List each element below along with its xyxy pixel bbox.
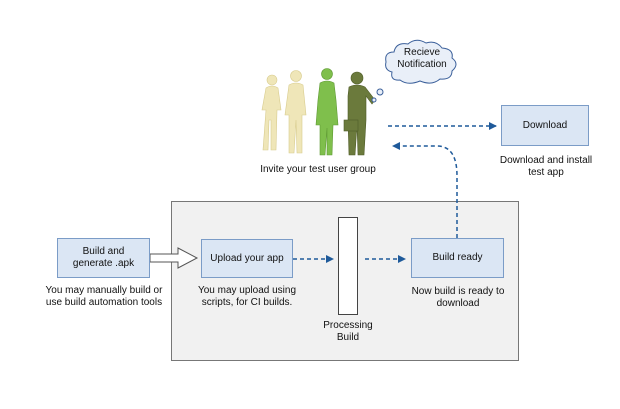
hollow-arrow — [149, 247, 199, 269]
build-ready-caption: Now build is ready to download — [411, 286, 505, 309]
download-box: Download — [501, 105, 589, 146]
upload-box: Upload your app — [201, 239, 293, 278]
person-icon-1 — [261, 74, 282, 151]
arrow-ready-to-people — [392, 142, 458, 238]
person-icon-3 — [315, 68, 339, 156]
person-icon-2 — [284, 70, 307, 154]
person-icon-4 — [343, 71, 376, 156]
build-generate-box: Build and generate .apk — [57, 238, 150, 278]
build-generate-caption: You may manually build or use build auto… — [45, 285, 163, 308]
notification-label: Recieve Notification — [397, 47, 447, 70]
processing-caption: Processing Build — [323, 320, 373, 343]
people-caption: Invite your test user group — [260, 164, 376, 175]
upload-caption: You may upload using scripts, for CI bui… — [197, 285, 297, 308]
thought-cloud — [371, 39, 457, 103]
download-caption: Download and install test app — [499, 155, 593, 178]
processing-bar — [338, 217, 358, 315]
build-ready-box: Build ready — [411, 238, 504, 278]
